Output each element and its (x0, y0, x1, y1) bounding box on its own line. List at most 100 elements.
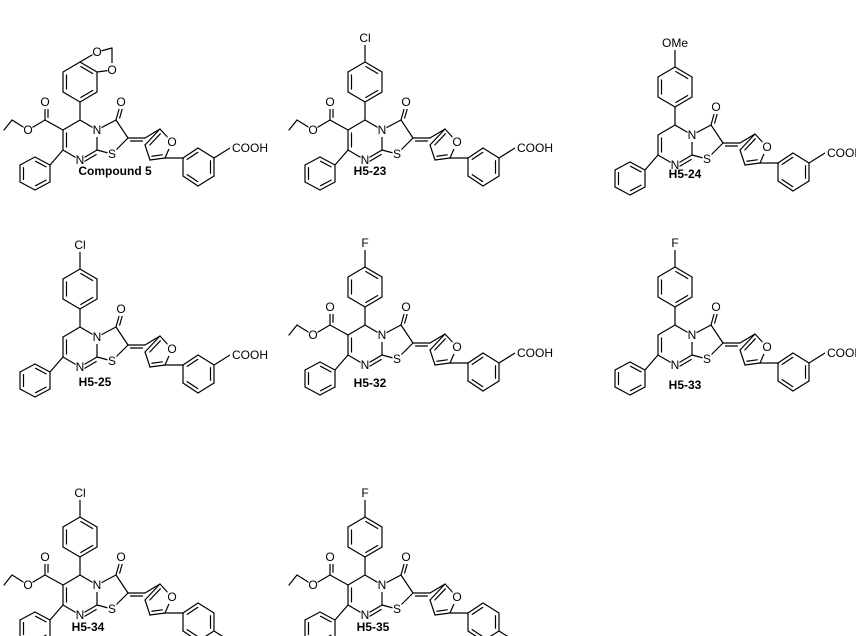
aryl-ring-bond-double (365, 65, 379, 75)
ester-carbonyl-o-label-bg (40, 550, 50, 564)
compound-name-label: H5-23 (354, 164, 387, 178)
benzoic-ring-bond (197, 354, 215, 366)
aryl-ring-bond (79, 268, 98, 280)
furan-ring-bond (429, 599, 436, 616)
acid-label-bg (515, 141, 545, 155)
n8-label-bg (75, 153, 85, 167)
vinyl-furan-bond (144, 128, 161, 139)
aryl-ring-bond (657, 296, 676, 308)
phenyl-ring-bond (629, 186, 646, 196)
phenyl-ring-bond-double (320, 365, 332, 373)
ester-bond (329, 574, 349, 586)
compound-name-label: H5-35 (357, 620, 390, 634)
aryl-substituent-label-bg (72, 238, 88, 252)
aryl-ring-bond-double (675, 294, 689, 304)
keto-o-label: O (401, 95, 410, 109)
furan-o-label: O (762, 340, 771, 354)
s-label-bg (702, 352, 712, 366)
aryl-ring-bond-double (365, 520, 379, 530)
dioxole-o1-label-bg (92, 45, 102, 59)
aryl-ring-bond (62, 298, 81, 310)
aryl-substituent-label: F (361, 486, 368, 500)
aryl-ring-bond (79, 516, 98, 528)
acid-bond (213, 630, 224, 636)
phenyl-ring-bond (629, 361, 646, 371)
furan-ring-bond-double (151, 154, 163, 157)
phenyl-ring-bond (319, 361, 336, 371)
s-label: S (703, 152, 711, 166)
dioxole-o1-label: O (92, 45, 101, 59)
aryl-ring-bond (674, 66, 693, 78)
furan-ring-bond (744, 162, 761, 166)
phenyl-attach-bond (334, 149, 349, 166)
vinyl-furan-bond (429, 333, 446, 344)
benzoic-ring-bond-double (186, 606, 199, 616)
benzoic-ring-bond (482, 175, 500, 187)
phenyl-ring-bond (304, 386, 321, 396)
aryl-ring-bond (62, 546, 81, 558)
furan-ring-bond (144, 351, 151, 368)
phenyl-ring-bond-double (320, 615, 332, 623)
benzoic-ring-bond (467, 352, 484, 364)
vinyl-furan-bond (739, 133, 756, 144)
acid-bond (498, 147, 516, 159)
aryl-ring-bond-double (675, 70, 689, 80)
phenyl-ring-bond (629, 386, 646, 396)
pyrimidine-bond-double (368, 608, 382, 618)
furan-ring-bond (144, 144, 151, 161)
acid-label: COOH (232, 141, 268, 155)
phenyl-ring-bond (34, 156, 51, 166)
aryl-ring-bond (364, 546, 383, 558)
n4-label-bg (687, 328, 697, 342)
s-label: S (108, 354, 116, 368)
n8-label: N (671, 158, 680, 172)
ester-bond (329, 119, 349, 131)
ester-carbonyl-o-label: O (325, 300, 334, 314)
benzoic-ring-bond (197, 602, 215, 614)
thiazole-bond (115, 119, 129, 139)
ester-bond (329, 324, 349, 336)
aryl-ring-bond (347, 546, 366, 558)
aryl-ring-bond (79, 91, 98, 103)
acid-label-bg (825, 146, 855, 160)
pyrimidine-bond (657, 124, 676, 136)
vinyl-furan-bond (739, 333, 756, 344)
furan-ring-bond-double (434, 588, 446, 601)
acid-label: COOH (517, 141, 553, 155)
furan-ring-bond-double (436, 359, 448, 362)
phenyl-ring-bond-double (320, 179, 332, 187)
n8-label: N (361, 153, 370, 167)
ester-carbonyl-o-label: O (40, 550, 49, 564)
s-label-bg (702, 152, 712, 166)
phenyl-attach-bond (49, 149, 64, 166)
furan-o-label: O (167, 135, 176, 149)
furan-ring-bond-double (151, 609, 163, 612)
ethyl-bond (288, 324, 298, 336)
furan-o-label: O (452, 135, 461, 149)
acid-label-bg (825, 346, 855, 360)
n8-label: N (671, 358, 680, 372)
phenyl-ring-bond (19, 156, 36, 166)
benzoic-ring-bond-double (781, 378, 794, 388)
s-label: S (393, 147, 401, 161)
furan-o-label: O (167, 342, 176, 356)
aryl-substituent-label-bg (360, 486, 370, 500)
furan-o-label-bg (452, 590, 462, 604)
phenyl-attach-bond (644, 154, 659, 171)
keto-o-label-bg (401, 300, 411, 314)
benzoic-ring-bond (482, 380, 500, 392)
phenyl-ring-bond (304, 156, 321, 166)
thiazole-bond (710, 324, 724, 344)
keto-o-label-bg (116, 302, 126, 316)
furan-o-label-bg (167, 342, 177, 356)
phenyl-ring-bond-double (630, 365, 642, 373)
aryl-ring-bond (364, 61, 383, 73)
compound-name-label: H5-34 (72, 620, 105, 634)
n4-label-bg (377, 123, 387, 137)
aryl-ring-bond-double (365, 270, 379, 280)
aryl-ring-bond (347, 91, 366, 103)
keto-o-label-bg (116, 550, 126, 564)
keto-o-label: O (711, 100, 720, 114)
